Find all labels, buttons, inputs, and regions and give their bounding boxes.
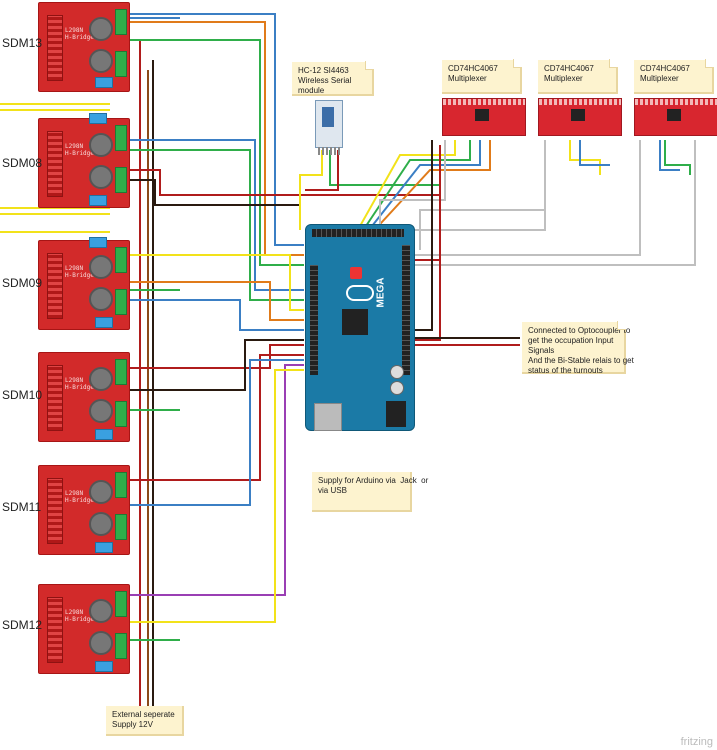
note-optocoupler: Connected to Optocoupler to get the occu… xyxy=(522,321,634,375)
note-hc12: HC-12 SI4463 Wireless Serial module xyxy=(292,61,374,96)
label-sdm13: SDM13 xyxy=(2,36,43,50)
fritzing-watermark: fritzing xyxy=(680,736,713,748)
arduino-logo xyxy=(346,285,374,301)
multiplexer-3 xyxy=(634,98,717,136)
label-sdm09: SDM09 xyxy=(2,276,43,290)
note-mux3: CD74HC4067 Multiplexer xyxy=(634,59,714,94)
hbridge-sdm09: L298N H-Bridge xyxy=(38,237,130,330)
hbridge-sdm12: L298N H-Bridge xyxy=(38,584,130,674)
note-mux1: CD74HC4067 Multiplexer xyxy=(442,59,522,94)
reset-button xyxy=(350,267,362,279)
usb-port xyxy=(314,403,342,431)
note-supply-arduino: Supply for Arduino via Jack or via USB xyxy=(312,472,428,512)
label-sdm08: SDM08 xyxy=(2,156,43,170)
hc12-module xyxy=(315,100,343,155)
label-sdm10: SDM10 xyxy=(2,388,43,402)
multiplexer-2 xyxy=(538,98,622,136)
label-sdm12: SDM12 xyxy=(2,618,43,632)
hbridge-sdm08: L298N H-Bridge xyxy=(38,113,130,208)
hbridge-sdm13: L298N H-Bridge xyxy=(38,2,130,92)
label-sdm11: SDM11 xyxy=(2,500,42,514)
hbridge-sdm11: L298N H-Bridge xyxy=(38,465,130,555)
hbridge-label: L298N H-Bridge xyxy=(65,27,94,41)
power-jack xyxy=(386,401,406,427)
note-mux2: CD74HC4067 Multiplexer xyxy=(538,59,618,94)
multiplexer-1 xyxy=(442,98,526,136)
hbridge-sdm10: L298N H-Bridge xyxy=(38,352,130,442)
mcu-chip xyxy=(342,309,368,335)
note-supply-external: External seperate Supply 12V xyxy=(106,706,184,736)
mega-label: MEGA xyxy=(375,277,387,308)
arduino-mega: MEGA xyxy=(305,224,415,431)
